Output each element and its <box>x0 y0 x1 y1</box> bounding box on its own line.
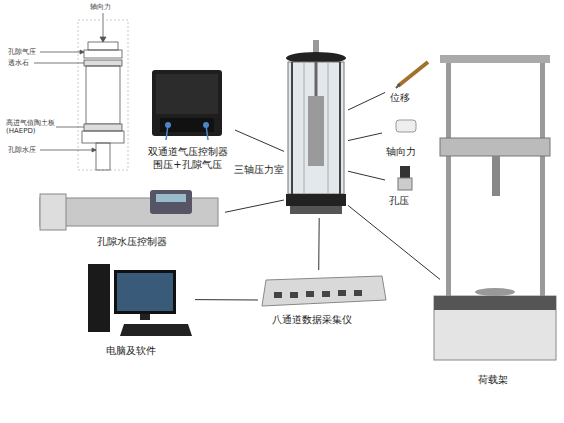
device-caption: 轴向力 <box>386 145 416 158</box>
computer <box>88 264 192 336</box>
connector-line <box>225 200 284 212</box>
connector-line <box>235 130 284 151</box>
connector-line <box>348 133 382 141</box>
connector-line <box>195 299 258 300</box>
data-acquisition <box>262 276 386 306</box>
water-controller <box>40 190 218 230</box>
device-caption: 三轴压力室 <box>234 163 284 176</box>
part-label: 轴向力 <box>90 3 111 11</box>
part-label: 孔隙气压 <box>8 48 36 56</box>
device-box: 轴向力 <box>382 115 428 160</box>
device-box: 荷载架 <box>440 55 558 390</box>
gas-controller <box>152 70 222 140</box>
device-caption: 荷载架 <box>478 373 508 386</box>
device-box: 八通道数据采集仪 <box>258 270 390 330</box>
device-caption: 孔隙水压控制器 <box>97 235 167 248</box>
device-caption: 双通道气压控制器 围压+孔隙气压 <box>145 145 230 171</box>
device-box: 电脑及软件 <box>80 258 195 362</box>
part-label: 高进气值陶土板 (HAEPD) <box>6 119 56 135</box>
part-label: 孔隙水压 <box>8 146 36 154</box>
device-box: 孔压 <box>385 160 420 210</box>
sensors <box>396 62 428 190</box>
device-caption: 八通道数据采集仪 <box>272 313 352 326</box>
device-caption: 孔压 <box>389 194 409 207</box>
device-caption: 电脑及软件 <box>106 344 156 357</box>
connector-line <box>348 171 385 180</box>
connector-line <box>348 205 440 279</box>
load-frame <box>434 55 556 360</box>
schematic <box>34 13 128 170</box>
device-box: 三轴压力室 <box>284 38 348 218</box>
triaxial-chamber <box>286 40 346 214</box>
device-box: 孔隙水压控制器 <box>35 185 225 250</box>
device-box: 双通道气压控制器 围压+孔隙气压 <box>140 62 235 170</box>
device-caption: 位移 <box>390 91 410 104</box>
part-label: 透水石 <box>8 59 29 67</box>
connector-line <box>348 93 385 111</box>
connector-line <box>318 218 319 270</box>
device-box: 位移 <box>385 55 432 105</box>
